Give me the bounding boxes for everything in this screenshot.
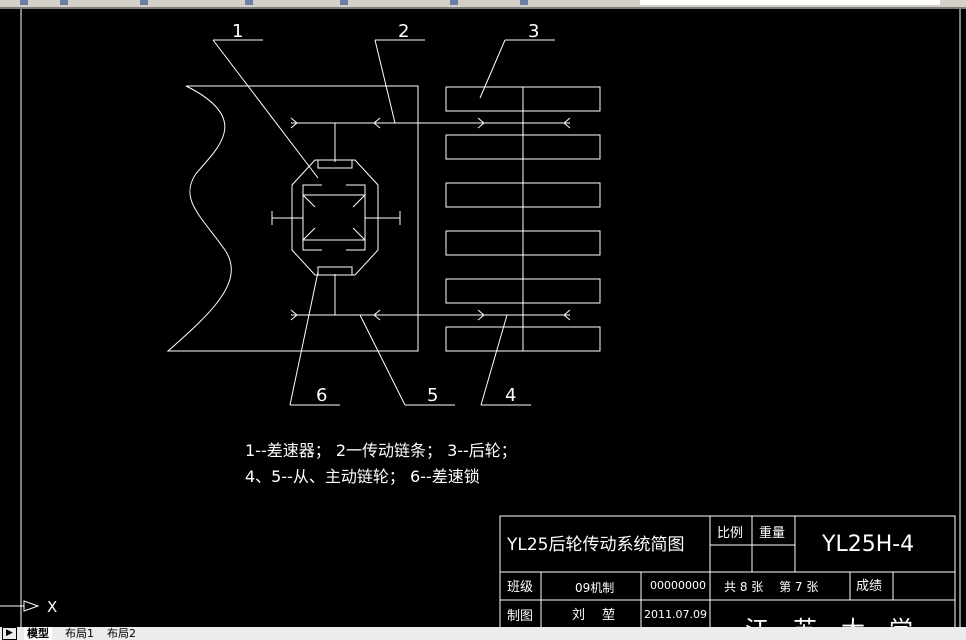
tab-layout1[interactable]: 布局1: [65, 627, 94, 640]
student-id: 00000000: [650, 579, 706, 592]
drawing-code: YL25H-4: [821, 532, 914, 557]
drawing-canvas[interactable]: 1 2 3 4 5 6 1--差速器； 2一传动链条； 3--后轮； 4、5--…: [0, 9, 966, 627]
toolbar: [0, 0, 966, 9]
ucs-x-label: X: [47, 598, 57, 616]
grade-label: 成绩: [856, 579, 882, 594]
label-2: 2: [398, 21, 409, 42]
frame-outline: [166, 85, 419, 352]
date: 2011.07.09: [644, 608, 707, 621]
toolbar-icon[interactable]: [450, 0, 458, 5]
toolbar-icon[interactable]: [140, 0, 148, 5]
toolbar-icon[interactable]: [20, 0, 28, 5]
toolbar-icon[interactable]: [340, 0, 348, 5]
label-6: 6: [316, 385, 327, 406]
toolbar-icon[interactable]: [520, 0, 528, 5]
school-name: 江 苏 大 学: [745, 616, 913, 627]
class-label: 班级: [507, 580, 533, 595]
toolbar-icon[interactable]: [245, 0, 253, 5]
differential: [271, 159, 401, 276]
label-1: 1: [232, 21, 243, 42]
scale-label: 比例: [717, 526, 743, 541]
chain-shafts: [290, 117, 571, 321]
drawn-by-label: 制图: [507, 609, 533, 624]
title-block: [499, 515, 956, 627]
weight-label: 重量: [759, 525, 785, 541]
layer-dropdown[interactable]: [640, 0, 940, 5]
tab-scroll-arrow-icon[interactable]: ▶: [2, 627, 17, 640]
tab-layout2[interactable]: 布局2: [107, 627, 136, 640]
tab-model[interactable]: 模型: [24, 627, 52, 640]
drawn-by: 刘 堃: [572, 607, 615, 623]
layout-tabs: ▶ 模型 布局1 布局2: [0, 627, 966, 640]
ucs-icon: X: [0, 9, 57, 627]
legend-line-2: 4、5--从、主动链轮； 6--差速锁: [245, 467, 480, 486]
legend-line-1: 1--差速器； 2一传动链条； 3--后轮；: [245, 441, 517, 460]
sheet-count: 共 8 张 第 7 张: [724, 580, 818, 594]
label-5: 5: [427, 385, 438, 406]
leader-lines: [212, 39, 555, 406]
class-value: 09机制: [575, 581, 614, 595]
drawing-title: YL25后轮传动系统简图: [506, 535, 685, 555]
toolbar-icon[interactable]: [60, 0, 68, 5]
rear-wheels: [445, 86, 601, 352]
label-3: 3: [528, 21, 539, 42]
label-4: 4: [505, 385, 516, 406]
